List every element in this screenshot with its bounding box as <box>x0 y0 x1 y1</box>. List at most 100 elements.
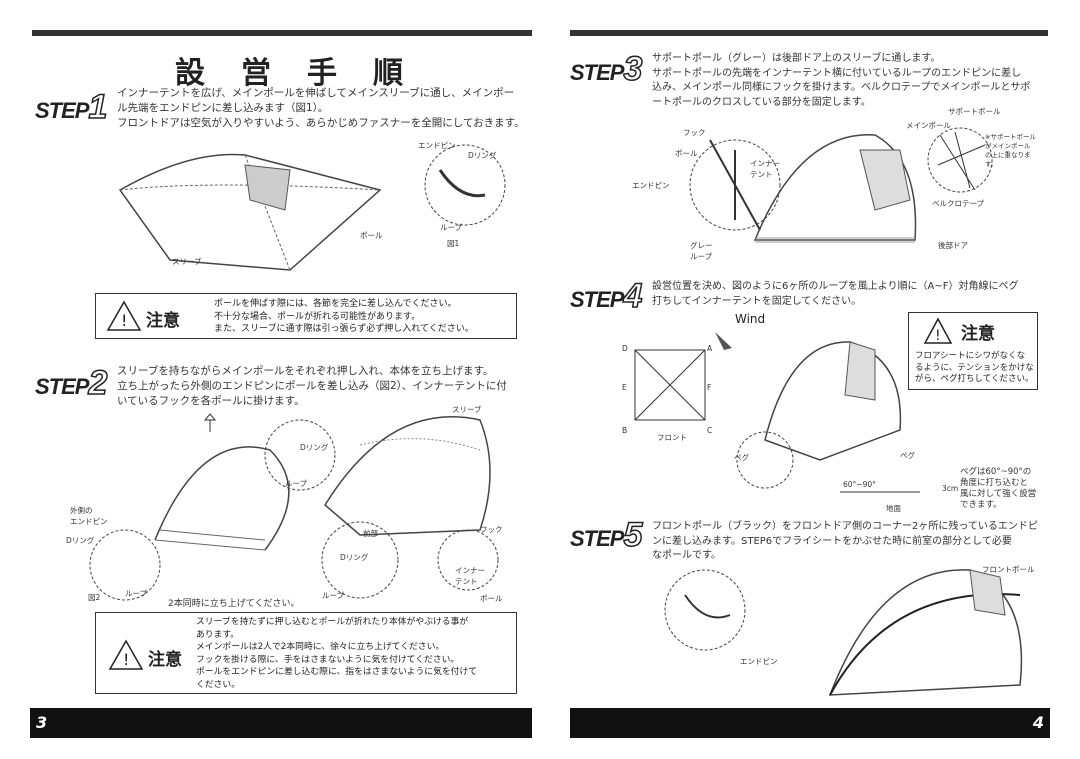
label-depth: 3cm <box>942 484 959 493</box>
label-hook: フック <box>480 525 503 534</box>
corner-c: C <box>707 426 713 435</box>
step5-text: フロントポール（ブラック）をフロントドア側のコーナー2ヶ所に残っているエンドピ … <box>652 520 1052 564</box>
text-line: ンに差し込みます。STEP6でフライシートをかぶせた時に前室の部分として必要 <box>652 535 1012 547</box>
warning-icon: ! <box>923 317 953 344</box>
wind-arrow-icon <box>715 332 732 350</box>
step-number: 1 <box>88 87 108 127</box>
label-ground: 地面 <box>886 504 901 513</box>
label-outer-end-pin: 外側の エンドピン <box>70 506 108 526</box>
label-rear-door: 後部ドア <box>938 241 968 250</box>
label-d-ring: Dリング <box>468 151 497 160</box>
text-line: ポールを伸ばす際には、各節を完全に差し込んでください。 <box>214 299 457 309</box>
label-front-pole: フロントポール <box>982 565 1035 574</box>
label-d-ring: Dリング <box>340 553 369 562</box>
svg-text:!: ! <box>121 311 127 330</box>
text-line: 不十分な場合、ポールが折れる可能性があります。 <box>214 311 421 322</box>
text-line: フロントドアは空気が入りやすいよう、あらかじめファスナーを全開にしておきます。 <box>117 117 525 129</box>
label-loop: ループ <box>285 479 308 488</box>
label-loop: ループ <box>125 589 148 598</box>
text-line: 立ち上がったら外側のエンドピンにポールを差し込み（図2）、インナーテントに付 <box>117 380 507 392</box>
text-line: 込み、メインポール同様にフックを掛けます。ベルクロテープでメインポールとサポ <box>652 82 1031 93</box>
step2-heading: STEP2 <box>35 363 108 403</box>
corner-e: E <box>622 383 627 392</box>
text-line: フロアシートにシワがなくな <box>915 351 1026 361</box>
label-angle: 60°~90° <box>843 480 876 489</box>
label-loop: ループ <box>322 591 345 600</box>
figure-5-illustration <box>664 569 1023 696</box>
text-line: なポールです。 <box>652 550 721 561</box>
label-peg: ペグ <box>734 453 749 462</box>
text-line: また、スリーブに通す際は引っ張らず必ず押し入れてください。 <box>214 324 474 334</box>
label-d-ring: Dリング <box>300 443 329 452</box>
svg-text:!: ! <box>123 650 129 669</box>
text-line: 設営位置を決め、図のように6ヶ所のループを風上より順に（A~F）対角線にペグ <box>652 281 1019 292</box>
step-label: STEP <box>35 98 89 123</box>
step-number: 2 <box>88 363 108 403</box>
step2-text: スリーブを持ちながらメインポールをそれぞれ押し入れ、本体を立ち上げます。 立ち上… <box>117 364 527 409</box>
label-overlap-note: ※サポートポール がメインポール の上に重なりま す。 <box>985 133 1036 168</box>
corner-b: B <box>622 426 628 435</box>
step3-heading: STEP3 <box>570 49 643 89</box>
label-pole: ポール <box>360 231 383 240</box>
text-line: ポールをエンドピンに差し込む際に、指をはさまないように気を付けて <box>196 667 478 677</box>
label-inner-tent: インナー テント <box>455 566 485 586</box>
caution-box-3: ! 注意 フロアシートにシワがなくな るように、テンションをかけな がら、ペグ打… <box>908 312 1038 390</box>
svg-text:!: ! <box>935 328 941 344</box>
caution-box-2: ! 注意 スリーブを持たずに押し込むとポールが折れたり本体がやぶける事が ありま… <box>95 612 517 694</box>
step1-text: インナーテントを広げ、メインポールを伸ばしてメインスリーブに通し、メインポー ル… <box>117 86 527 131</box>
label-end-pin: エンドピン <box>740 657 778 666</box>
text-line: るように、テンションをかけな <box>915 362 1034 373</box>
step-number: 4 <box>623 276 643 316</box>
caution-heading: 注意 <box>148 650 182 670</box>
step4-text: 設営位置を決め、図のように6ヶ所のループを風上より順に（A~F）対角線にペグ 打… <box>652 280 1052 309</box>
text-line: サポートポールの先端をインナーテント横に付いているループのエンドピンに差し <box>652 67 1022 79</box>
label-peg: ペグ <box>900 451 915 460</box>
step-number: 5 <box>623 515 643 555</box>
text-line: フロントポール（ブラック）をフロントドア側のコーナー2ヶ所に残っているエンドピ <box>652 521 1038 532</box>
peg-note: ペグは60°~90°の 角度に打ち込むと 風に対して強く設営 できます。 <box>960 467 1037 510</box>
page-number-bar-right: 4 <box>570 708 1050 738</box>
label-end-pin: エンドピン <box>632 181 670 190</box>
text-line: がら、ペグ打ちしてください。 <box>915 374 1034 384</box>
label-pole: ポール <box>480 594 503 603</box>
step-number: 3 <box>623 49 643 89</box>
step1-heading: STEP1 <box>35 87 108 127</box>
label-gray-loop: グレー ループ <box>690 241 713 261</box>
figure-3-illustration <box>689 127 993 243</box>
step-label: STEP <box>570 526 624 551</box>
text-line: スリーブを持ちながらメインポールをそれぞれ押し入れ、本体を立ち上げます。 <box>117 365 494 377</box>
caution-heading: 注意 <box>146 311 180 331</box>
text-line: スリーブを持たずに押し込むとポールが折れたり本体がやぶける事が <box>196 617 469 627</box>
corner-f: F <box>707 383 712 392</box>
caution-text: ポールを伸ばす際には、各節を完全に差し込んでください。 不十分な場合、ポールが折… <box>214 298 474 336</box>
label-main-pole: メインポール <box>906 121 951 130</box>
warning-icon: ! <box>108 639 144 670</box>
caution-text: フロアシートにシワがなくな るように、テンションをかけな がら、ペグ打ちしてくだ… <box>915 351 1034 386</box>
corner-d: D <box>622 344 628 353</box>
caution-text: スリーブを持たずに押し込むとポールが折れたり本体がやぶける事が あります。 メイ… <box>196 616 477 691</box>
label-front: フロント <box>657 433 687 442</box>
wind-label: Wind <box>735 312 766 326</box>
text-line: いているフックを各ポールに掛けます。 <box>117 395 305 407</box>
label-support-pole: サポートポール <box>948 107 1001 116</box>
text-line: ル先端をエンドピンに差し込みます（図1）。 <box>117 102 329 114</box>
text-line: 打ちしてインナーテントを固定してください。 <box>652 295 862 307</box>
text-line: ートポールのクロスしている部分を固定します。 <box>652 96 871 108</box>
top-rule-left <box>32 30 532 36</box>
top-rule-right <box>570 30 1048 36</box>
label-fig1: 図1 <box>447 239 460 248</box>
label-d-ring: Dリング <box>66 536 95 545</box>
label-pole: ポール <box>675 149 698 158</box>
text-line: サポートポール（グレー）は後部ドア上のスリーブに通します。 <box>652 53 941 64</box>
label-fig2: 図2 <box>88 593 101 602</box>
label-loop: ループ <box>440 223 463 232</box>
figure-2-illustration <box>89 413 499 601</box>
label-both-poles: 2本同時に立ち上げてください。 <box>168 599 300 609</box>
text-line: インナーテントを広げ、メインポールを伸ばしてメインスリーブに通し、メインポー <box>117 87 515 99</box>
label-front: 前部 <box>363 529 378 538</box>
step-label: STEP <box>570 60 624 85</box>
caution-heading: 注意 <box>961 324 995 344</box>
label-sleeve: スリーブ <box>452 405 482 414</box>
text-line: ください。 <box>196 679 240 690</box>
caution-box-1: ! 注意 ポールを伸ばす際には、各節を完全に差し込んでください。 不十分な場合、… <box>95 293 517 339</box>
